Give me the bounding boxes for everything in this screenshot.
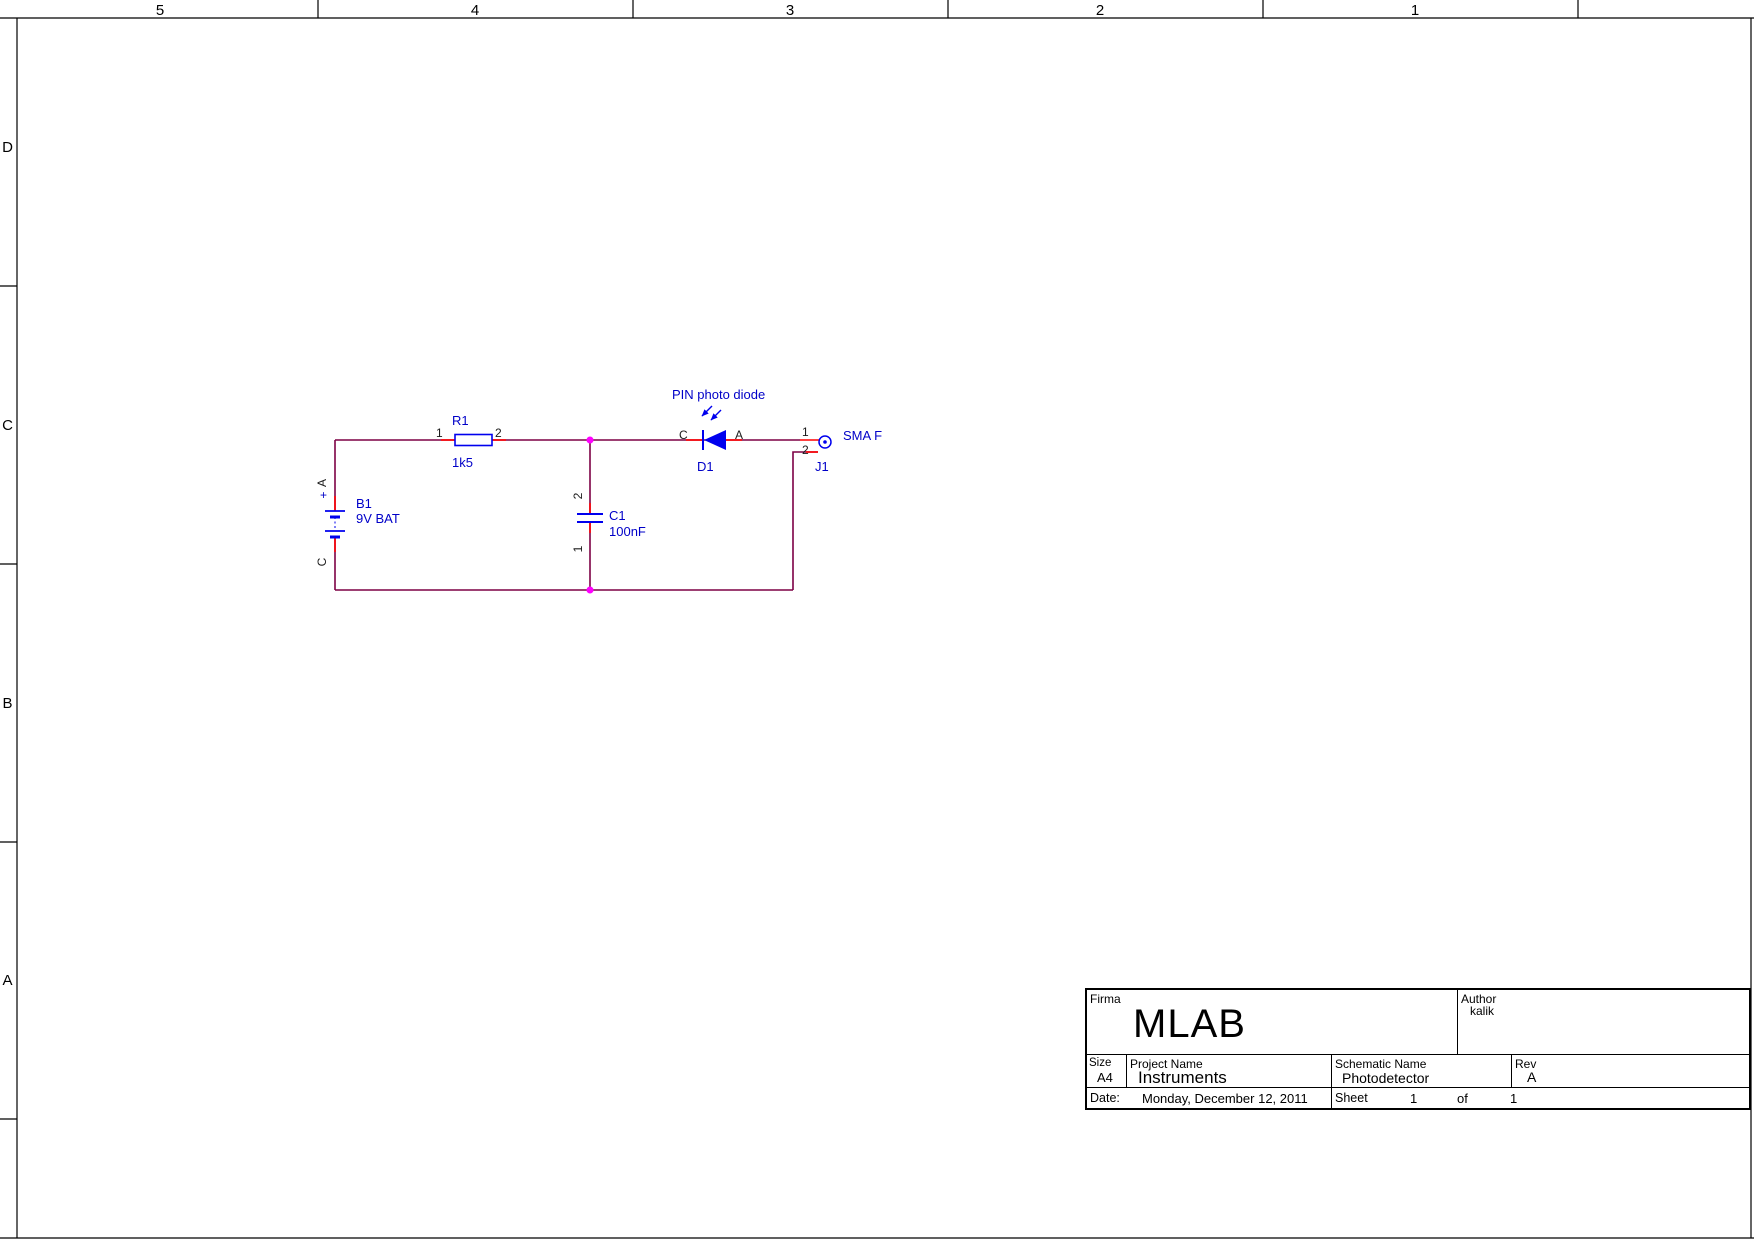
connector-j1-symbol[interactable] (800, 435, 832, 453)
r1-pin2-number: 2 (495, 426, 502, 440)
frame-col-label-4: 4 (470, 2, 480, 19)
j1-pin2-number: 2 (802, 443, 809, 457)
j1-value-label: SMA F (843, 428, 883, 443)
author-name: kalik (1470, 1004, 1495, 1018)
r1-pin1-number: 1 (436, 426, 443, 440)
title-block: Firma MLAB Author kalik Size A4 Project … (1085, 988, 1751, 1110)
firma-label: Firma (1090, 992, 1121, 1006)
frame-row-label-b: B (2, 695, 13, 712)
frame-col-label-3: 3 (785, 2, 795, 19)
project-name-label: Project Name (1130, 1057, 1203, 1071)
b1-plus-sign: + (320, 488, 328, 502)
frame-col-label-2: 2 (1095, 2, 1105, 19)
c1-pin1-number: 1 (571, 545, 585, 553)
d1-pin-c-name: C (679, 428, 688, 442)
project-name-cell: Project Name Instruments (1127, 1054, 1332, 1087)
rev-label: Rev (1515, 1057, 1537, 1071)
d1-pin-a-name: A (735, 428, 744, 442)
project-name-value: Instruments (1138, 1068, 1227, 1087)
c1-value-label: 100nF (609, 524, 646, 539)
photodiode-note-label: PIN photo diode (672, 387, 766, 402)
light-arrows-icon (701, 405, 722, 421)
rev-cell: Rev A (1512, 1054, 1749, 1087)
sheet-total: 1 (1510, 1091, 1518, 1106)
schematic-name-label: Schematic Name (1335, 1057, 1427, 1071)
frame-col-label-1: 1 (1410, 2, 1420, 19)
j1-ref-label: J1 (815, 459, 829, 474)
wire-segments[interactable] (334, 439, 818, 591)
schematic-name-value: Photodetector (1342, 1070, 1430, 1086)
company-name: MLAB (1133, 1002, 1246, 1046)
sheet-number: 1 (1410, 1091, 1418, 1106)
size-value: A4 (1097, 1070, 1113, 1085)
d1-ref-label: D1 (697, 459, 714, 474)
frame-row-label-d: D (2, 139, 13, 156)
b1-pin-c-name: C (315, 557, 329, 567)
r1-value-label: 1k5 (452, 455, 473, 470)
author-label: Author (1461, 992, 1497, 1006)
b1-value-label: 9V BAT (356, 511, 400, 526)
frame-row-label-c: C (2, 417, 13, 434)
sheet-label: Sheet (1335, 1091, 1368, 1105)
junction-dots (586, 436, 594, 594)
firma-cell: Firma MLAB (1087, 990, 1458, 1054)
sheet-of-label: of (1457, 1091, 1468, 1106)
author-cell: Author kalik (1458, 990, 1749, 1054)
b1-ref-label: B1 (356, 496, 372, 511)
resistor-r1-symbol[interactable] (441, 433, 506, 447)
date-value: Monday, December 12, 2011 (1142, 1091, 1308, 1106)
size-cell: Size A4 (1087, 1054, 1127, 1087)
r1-ref-label: R1 (452, 413, 469, 428)
schematic-name-cell: Schematic Name Photodetector (1332, 1054, 1512, 1087)
c1-pin2-number: 2 (571, 492, 585, 500)
frame-row-label-a: A (2, 972, 13, 989)
c1-ref-label: C1 (609, 508, 626, 523)
j1-pin1-number: 1 (802, 425, 809, 439)
date-cell: Date: Monday, December 12, 2011 (1087, 1087, 1332, 1108)
sheet-cell: Sheet 1 of 1 (1332, 1087, 1749, 1108)
capacitor-c1-symbol[interactable] (577, 503, 603, 533)
size-label: Size (1089, 1057, 1112, 1069)
junction-dot (586, 586, 594, 594)
b1-pin-a-name: A (315, 479, 329, 488)
date-label: Date: (1090, 1091, 1120, 1105)
frame-col-label-5: 5 (155, 2, 165, 19)
rev-value: A (1527, 1069, 1537, 1085)
junction-dot (586, 436, 594, 444)
photodiode-d1-symbol[interactable] (686, 405, 742, 450)
battery-b1-symbol[interactable] (325, 496, 345, 552)
